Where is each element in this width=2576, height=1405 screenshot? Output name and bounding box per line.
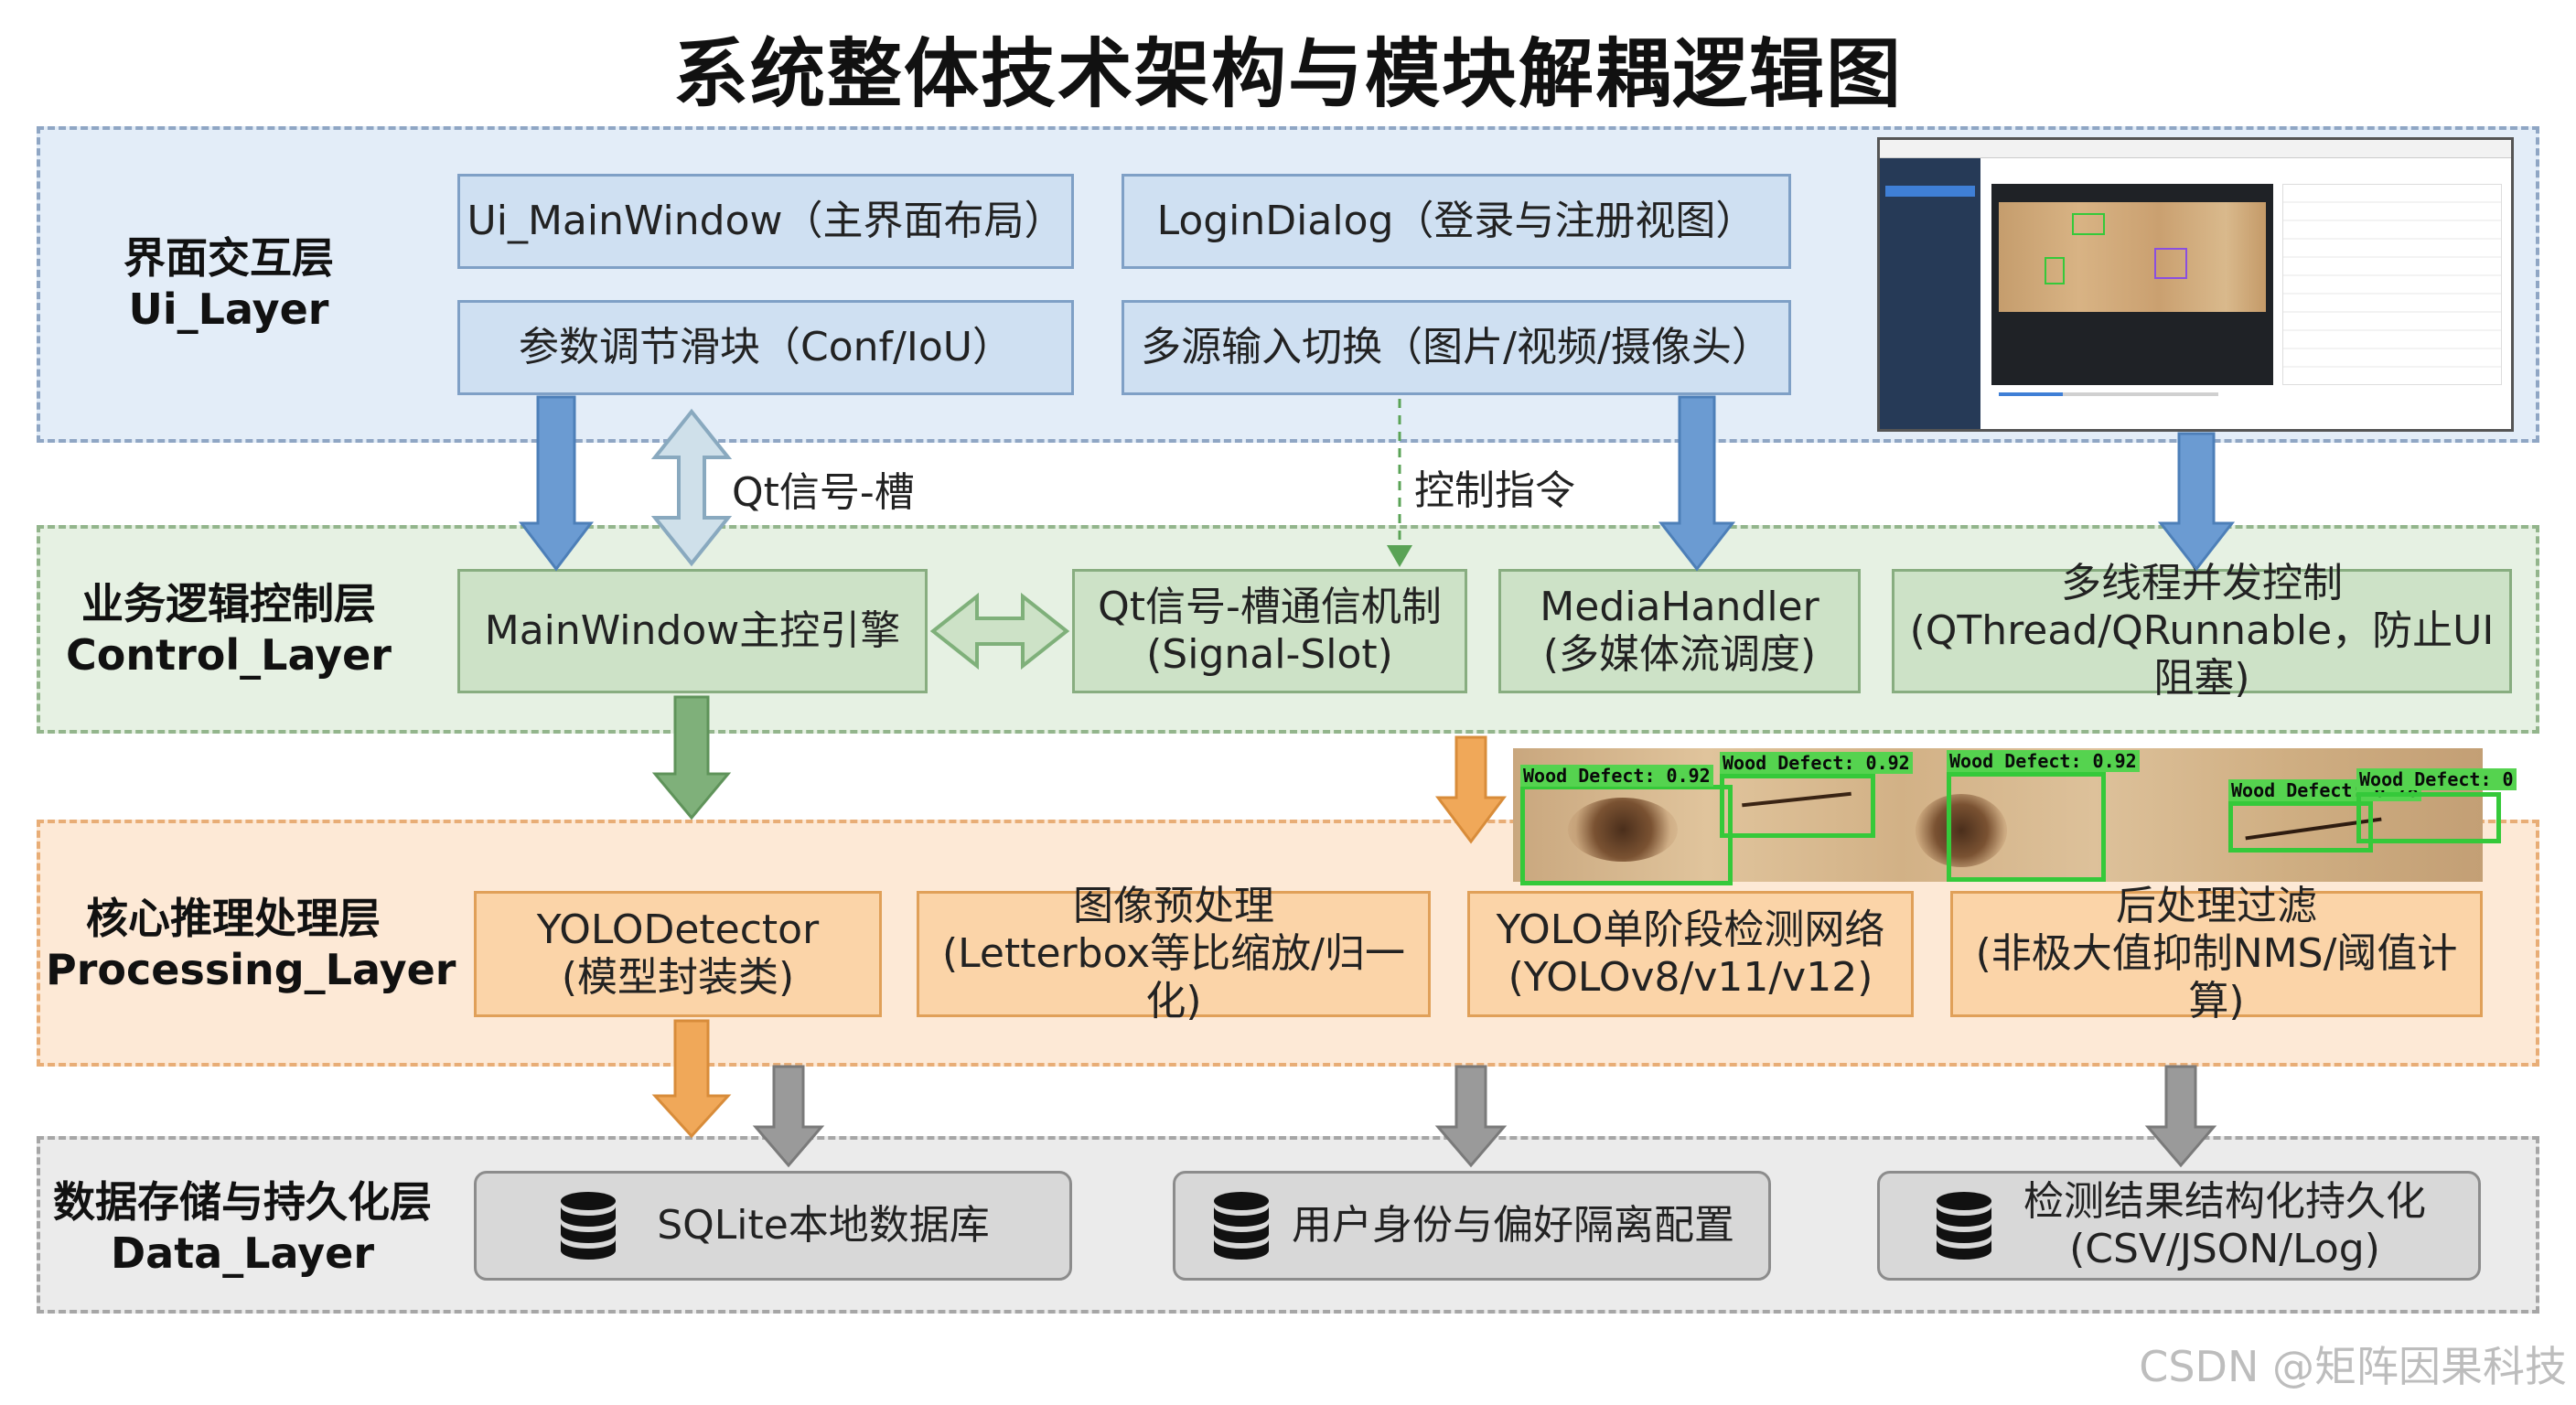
processing-layer-name-en: Processing_Layer xyxy=(46,945,456,994)
watermark: CSDN @矩阵因果科技 xyxy=(2139,1342,2567,1391)
arrow-down-gray xyxy=(752,1065,825,1168)
control-layer-name-en: Control_Layer xyxy=(66,630,392,680)
database-icon xyxy=(561,1192,617,1260)
box-line1: 多线程并发控制 xyxy=(2061,560,2343,606)
box-line1: MainWindow主控引擎 xyxy=(484,607,901,654)
box-line1: 图像预处理 xyxy=(1073,883,1274,929)
ui-layer-name-cn: 界面交互层 xyxy=(123,233,334,283)
box-line1: YOLODetector xyxy=(536,906,820,953)
media-handler-box: MediaHandler (多媒体流调度) xyxy=(1498,569,1861,693)
ui-layer-name-en: Ui_Layer xyxy=(128,284,329,334)
data-layer-name-cn: 数据存储与持久化层 xyxy=(53,1177,432,1227)
screenshot-progress-fill xyxy=(1999,392,2063,396)
arrow-down-orange xyxy=(1435,735,1507,844)
screenshot-detection-box xyxy=(2045,257,2065,284)
arrow-down-blue xyxy=(1658,395,1736,572)
box-line2: (Signal-Slot) xyxy=(1146,631,1393,678)
edge-label-signal-slot: Qt信号-槽 xyxy=(732,469,915,516)
box-line1: SQLite本地数据库 xyxy=(657,1202,990,1249)
detection-label-2: Wood Defect: 0.92 xyxy=(1720,752,1913,774)
yolo-network-box: YOLO单阶段检测网络 (YOLOv8/v11/v12) xyxy=(1467,891,1914,1017)
detection-box-5 xyxy=(2356,792,2501,843)
screenshot-sidebar-active xyxy=(1885,186,1975,197)
screenshot-sidebar xyxy=(1880,158,1980,429)
processing-layer-name-cn: 核心推理处理层 xyxy=(86,894,381,943)
box-line1: Qt信号-槽通信机制 xyxy=(1098,584,1442,630)
detection-box-4 xyxy=(2228,801,2373,853)
arrow-bidirectional-vertical xyxy=(650,408,733,567)
box-line2: (多媒体流调度) xyxy=(1542,631,1817,678)
user-config-box: 用户身份与偏好隔离配置 xyxy=(1173,1171,1771,1281)
box-line1: YOLO单阶段检测网络 xyxy=(1496,906,1885,953)
box-line1: 检测结果结构化持久化 xyxy=(2023,1178,2426,1225)
ui-mainwindow-box: Ui_MainWindow（主界面布局） xyxy=(457,174,1074,269)
box-line1: 后处理过滤 xyxy=(2116,883,2317,929)
detection-label-5: Wood Defect: 0 xyxy=(2356,768,2517,790)
screenshot-progress xyxy=(1999,392,2218,396)
yolo-detector-box: YOLODetector (模型封装类) xyxy=(474,891,882,1017)
result-persist-text: 检测结果结构化持久化 (CSV/JSON/Log) xyxy=(2023,1178,2426,1273)
postprocess-box: 后处理过滤 (非极大值抑制NMS/阈值计算) xyxy=(1950,883,2483,1024)
screenshot-video-area xyxy=(1991,184,2273,385)
box-line1: MediaHandler xyxy=(1540,584,1819,630)
wood-detection-image: Wood Defect: 0.92 Wood Defect: 0.92 Wood… xyxy=(1513,748,2517,885)
detection-label-3: Wood Defect: 0.92 xyxy=(1947,750,2140,772)
arrow-down-blue xyxy=(518,395,595,572)
database-icon xyxy=(1937,1192,1991,1260)
signal-slot-box: Qt信号-槽通信机制 (Signal-Slot) xyxy=(1072,569,1467,693)
edge-label-control-command: 控制指令 xyxy=(1414,467,1575,514)
detection-box-3 xyxy=(1947,772,2106,882)
screenshot-wood-image xyxy=(1999,202,2266,312)
preprocess-box: 图像预处理 (Letterbox等比缩放/归一化) xyxy=(917,883,1431,1024)
control-layer-name-cn: 业务逻辑控制层 xyxy=(81,579,376,628)
arrow-down-orange xyxy=(651,1019,732,1139)
screenshot-detection-box xyxy=(2072,213,2105,235)
detection-box-2 xyxy=(1720,774,1875,838)
param-slider-box: 参数调节滑块（Conf/IoU） xyxy=(457,300,1074,395)
box-line2: (模型封装类) xyxy=(561,954,795,1001)
input-switch-box: 多源输入切换（图片/视频/摄像头） xyxy=(1122,300,1791,395)
data-layer-name: 数据存储与持久化层 Data_Layer xyxy=(46,1176,439,1279)
processing-layer-name: 核心推理处理层 Processing_Layer xyxy=(46,893,456,995)
sqlite-box: SQLite本地数据库 xyxy=(474,1171,1072,1281)
arrow-down-green xyxy=(651,695,732,820)
screenshot-titlebar xyxy=(1880,140,2511,158)
app-screenshot xyxy=(1877,137,2514,432)
diagram-title: 系统整体技术架构与模块解耦逻辑图 xyxy=(672,31,1903,118)
box-line2: (非极大值抑制NMS/阈值计算) xyxy=(1975,930,2458,1024)
wood-knot xyxy=(1916,794,2007,867)
arrow-down-gray xyxy=(1434,1065,1508,1168)
box-line2: (QThread/QRunnable，防止UI阻塞) xyxy=(1909,607,2495,702)
result-persist-box: 检测结果结构化持久化 (CSV/JSON/Log) xyxy=(1877,1171,2481,1281)
wood-knot xyxy=(1568,798,1678,862)
multithread-box: 多线程并发控制 (QThread/QRunnable，防止UI阻塞) xyxy=(1892,560,2512,702)
box-line2: (YOLOv8/v11/v12) xyxy=(1508,954,1873,1001)
detection-label-1: Wood Defect: 0.92 xyxy=(1520,765,1713,787)
arrow-bidirectional-horizontal xyxy=(929,592,1070,670)
arrow-down-blue xyxy=(2157,432,2236,572)
login-dialog-box: LoginDialog（登录与注册视图） xyxy=(1122,174,1791,269)
control-layer-name: 业务逻辑控制层 Control_Layer xyxy=(55,578,402,681)
database-icon xyxy=(1214,1192,1269,1260)
ui-layer-name: 界面交互层 Ui_Layer xyxy=(55,232,402,335)
screenshot-detection-box xyxy=(2154,248,2187,279)
data-layer-name-en: Data_Layer xyxy=(110,1228,375,1278)
arrow-down-gray xyxy=(2144,1065,2217,1168)
arrow-control-command-head xyxy=(1387,545,1412,567)
box-line2: (Letterbox等比缩放/归一化) xyxy=(942,930,1405,1024)
box-line2: (CSV/JSON/Log) xyxy=(2069,1226,2380,1272)
box-line1: 用户身份与偏好隔离配置 xyxy=(1292,1202,1734,1249)
screenshot-results-table xyxy=(2282,184,2502,385)
mainwindow-engine-box: MainWindow主控引擎 xyxy=(457,569,928,693)
